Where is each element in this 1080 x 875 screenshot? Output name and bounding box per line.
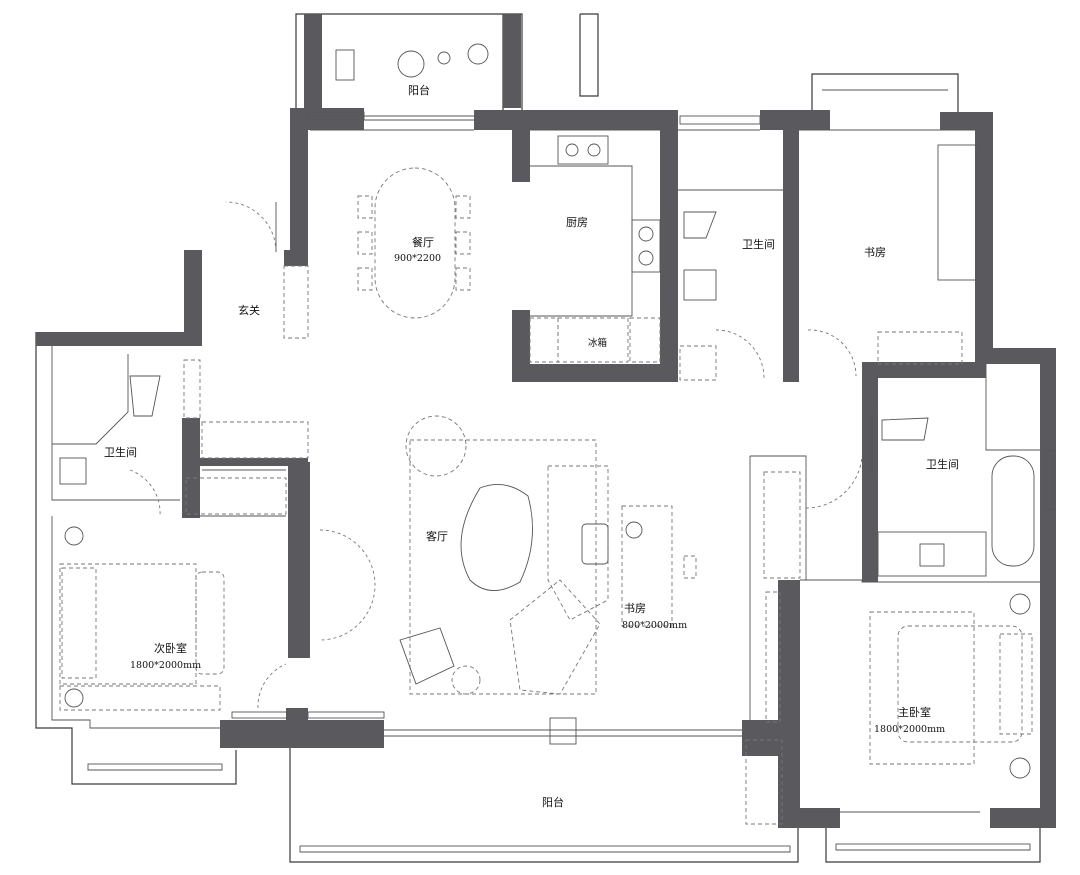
label-living: 客厅 (426, 529, 448, 543)
label-bath-right: 卫生间 (926, 457, 959, 471)
label-balcony-bottom: 阳台 (542, 795, 564, 809)
label-bedroom-second-size: 1800*2000mm (130, 660, 201, 671)
windows (87, 111, 1055, 853)
label-study-mid-size: 800*2000mm (622, 620, 687, 631)
label-bath-center: 卫生间 (742, 237, 775, 251)
label-study-mid: 书房 (624, 602, 646, 615)
label-study-top: 书房 (864, 246, 886, 259)
label-bedroom-second: 次卧室 (154, 641, 187, 655)
label-dining-size: 900*2200 (394, 253, 441, 264)
interior-lines (51, 129, 1040, 813)
label-balcony-top: 阳台 (408, 83, 430, 97)
label-dining: 餐厅 (412, 235, 434, 249)
doors (129, 201, 873, 709)
label-bedroom-master: 主卧室 (898, 705, 931, 719)
room-labels: 阳台 餐厅 900*2200 厨房 冰箱 卫生间 书房 玄关 卫生间 客厅 书房… (104, 83, 959, 809)
label-bedroom-master-size: 1800*2000mm (874, 724, 945, 735)
label-kitchen: 厨房 (566, 216, 588, 229)
label-fridge: 冰箱 (588, 337, 607, 349)
label-bath-left: 卫生间 (104, 445, 137, 459)
label-entrance: 玄关 (238, 303, 260, 317)
walls (36, 14, 1056, 828)
furniture (52, 43, 1035, 825)
